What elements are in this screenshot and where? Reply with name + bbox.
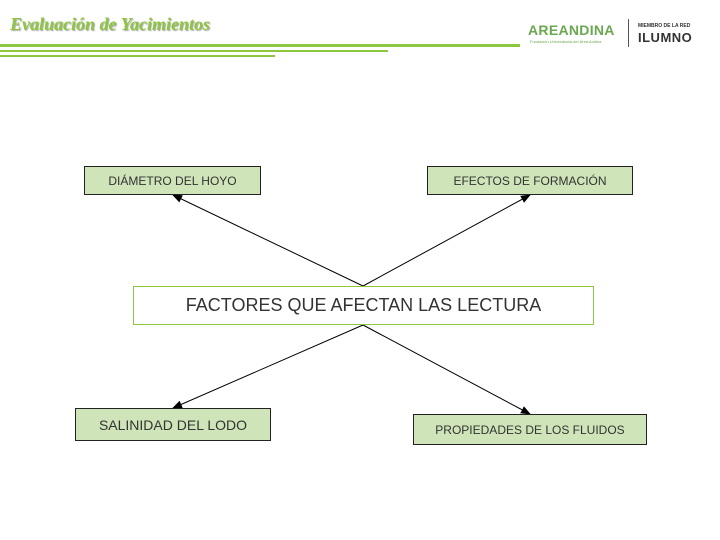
logo-divider: [628, 19, 629, 47]
header-rule-middle: [0, 50, 388, 52]
node-efectos-de-formacion: EFECTOS DE FORMACIÓN: [427, 166, 633, 195]
node-propiedades-de-los-fluidos: PROPIEDADES DE LOS FLUIDOS: [413, 414, 647, 445]
ilumno-logo-name: ILUMNO: [638, 30, 693, 45]
areandina-logo: AREANDINA Fundación Universitaria del Ár…: [528, 22, 620, 48]
node-salinidad-del-lodo: SALINIDAD DEL LODO: [75, 408, 271, 441]
arrow-to-salinidad: [172, 324, 364, 409]
header-rule-bottom: [0, 55, 275, 57]
areandina-logo-subtitle: Fundación Universitaria del Área Andina: [530, 39, 602, 44]
areandina-logo-name: AREANDINA: [528, 22, 615, 38]
ilumno-logo-tagline: MIEMBRO DE LA RED: [638, 23, 691, 29]
arrow-to-diametro: [172, 194, 364, 287]
header-rule-top: [0, 44, 520, 47]
ilumno-logo: MIEMBRO DE LA RED ILUMNO: [638, 23, 708, 47]
slide-title: Evaluación de Yacimientos: [10, 14, 211, 34]
arrow-to-efectos: [362, 194, 531, 287]
arrow-to-propiedades: [362, 324, 531, 415]
node-diametro-del-hoyo: DIÁMETRO DEL HOYO: [84, 166, 261, 195]
node-central-factores: FACTORES QUE AFECTAN LAS LECTURA: [133, 286, 594, 325]
